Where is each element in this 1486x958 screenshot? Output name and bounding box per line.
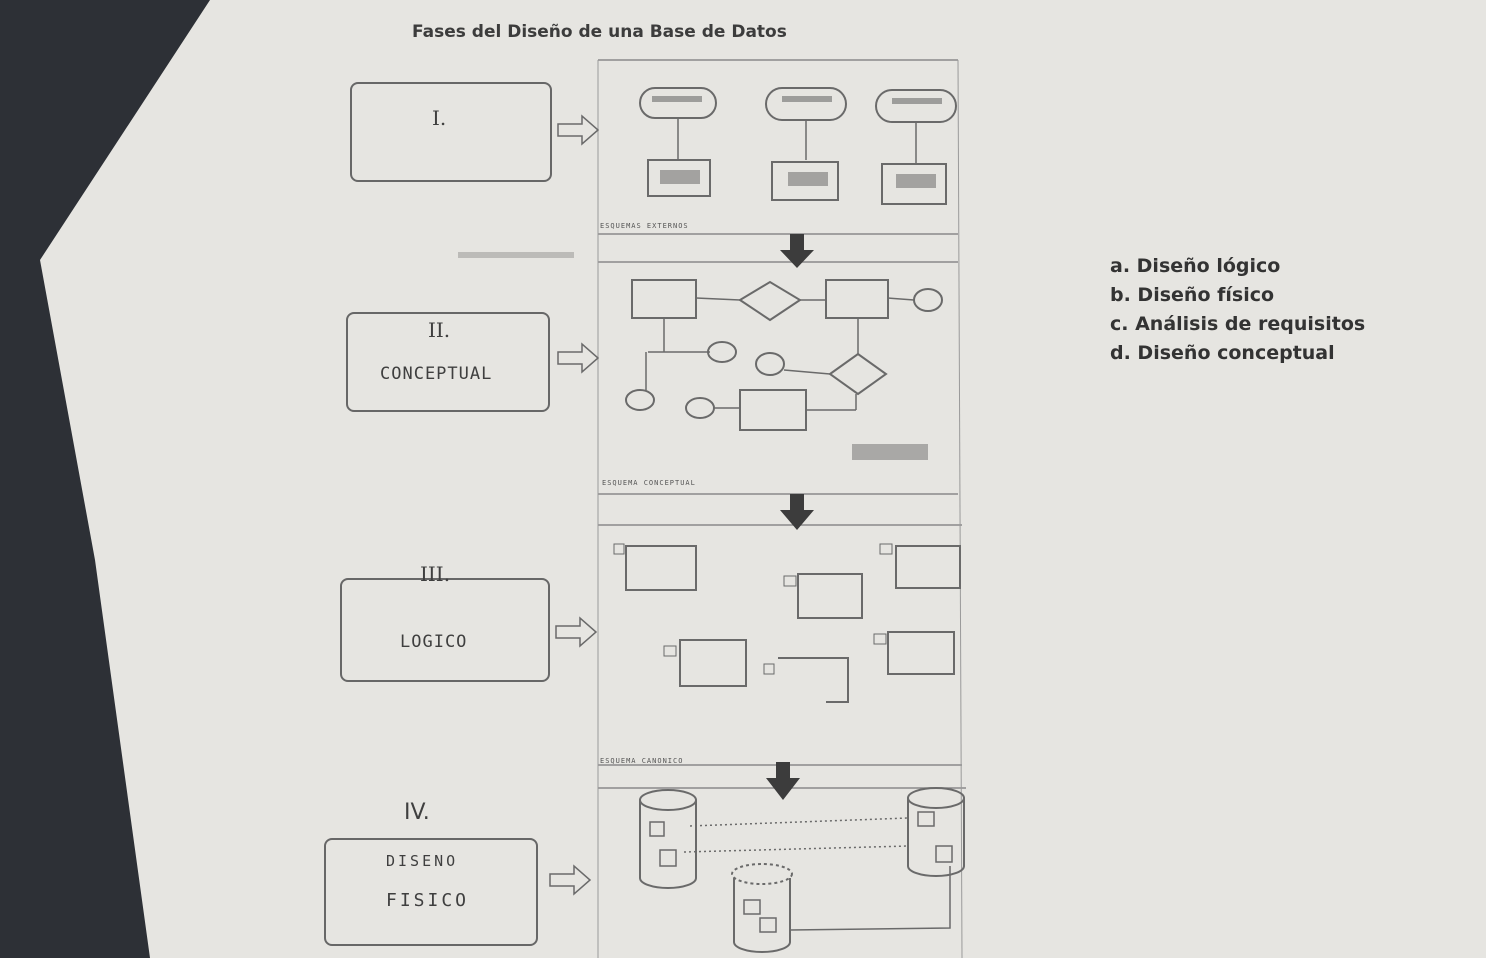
database-cylinder-icon bbox=[731, 863, 793, 953]
external-schema-box bbox=[881, 163, 947, 205]
solid-down-arrow-icon bbox=[780, 234, 814, 268]
table-rectangle bbox=[895, 545, 961, 589]
phase-3-number: III. bbox=[420, 562, 451, 586]
external-schema-box bbox=[771, 161, 839, 201]
caption-external-schemas: ESQUEMAS EXTERNOS bbox=[600, 222, 689, 230]
entity-rectangle bbox=[631, 279, 697, 319]
attribute-ellipse bbox=[685, 397, 715, 419]
phase-4-number: IV. bbox=[404, 800, 430, 825]
external-view-oval bbox=[765, 87, 847, 121]
table-rectangle bbox=[679, 639, 747, 687]
phase-3-label: LOGICO bbox=[400, 632, 468, 652]
hollow-right-arrow-icon bbox=[549, 864, 592, 896]
phase-box-2 bbox=[346, 312, 550, 412]
attribute-ellipse bbox=[755, 352, 785, 376]
table-rectangle bbox=[797, 573, 863, 619]
caption-canonical-schema: ESQUEMA CANONICO bbox=[600, 757, 684, 765]
phase-1-number: I. bbox=[432, 106, 447, 130]
hollow-right-arrow-icon bbox=[557, 114, 600, 146]
option-a: a. Diseño lógico bbox=[1110, 255, 1281, 277]
phase-box-1 bbox=[350, 82, 552, 182]
attribute-ellipse bbox=[625, 389, 655, 411]
database-cylinder-icon bbox=[639, 789, 697, 889]
external-view-oval bbox=[875, 89, 957, 123]
phase-2-number: II. bbox=[428, 318, 451, 342]
phase-box-3 bbox=[340, 578, 550, 682]
attribute-ellipse bbox=[707, 341, 737, 363]
table-key-tab bbox=[763, 663, 775, 675]
database-cylinder-icon bbox=[907, 787, 965, 877]
answer-options: a. Diseño lógico b. Diseño físico c. Aná… bbox=[1110, 252, 1365, 368]
entity-rectangle bbox=[825, 279, 889, 319]
table-key-tab bbox=[613, 543, 625, 555]
page-title: Fases del Diseño de una Base de Datos bbox=[412, 22, 787, 42]
phase-4-label-line2: FISICO bbox=[386, 890, 470, 911]
phase-2-label: CONCEPTUAL bbox=[380, 364, 493, 384]
table-rectangle bbox=[887, 631, 955, 675]
relationship-diamond bbox=[828, 352, 888, 396]
option-d: d. Diseño conceptual bbox=[1110, 342, 1335, 364]
option-b: b. Diseño físico bbox=[1110, 284, 1275, 306]
external-view-oval bbox=[639, 87, 717, 119]
entity-rectangle bbox=[739, 389, 807, 431]
relationship-diamond bbox=[738, 280, 802, 322]
table-key-tab bbox=[879, 543, 893, 555]
hollow-right-arrow-icon bbox=[555, 616, 598, 648]
table-key-tab bbox=[783, 575, 797, 587]
caption-conceptual-schema: ESQUEMA CONCEPTUAL bbox=[602, 479, 696, 487]
table-rectangle bbox=[625, 545, 697, 591]
table-key-tab bbox=[873, 633, 887, 645]
option-c: c. Análisis de requisitos bbox=[1110, 313, 1366, 335]
table-key-tab bbox=[663, 645, 677, 657]
external-schema-box bbox=[647, 159, 711, 197]
solid-down-arrow-icon bbox=[766, 762, 800, 800]
phase-4-label-line1: DISENO bbox=[386, 852, 459, 870]
attribute-ellipse bbox=[913, 288, 943, 312]
table-rectangle-open bbox=[778, 657, 849, 703]
hollow-right-arrow-icon bbox=[557, 342, 600, 374]
panel-border bbox=[957, 59, 963, 958]
phase-box-4 bbox=[324, 838, 538, 946]
solid-down-arrow-icon bbox=[780, 494, 814, 530]
